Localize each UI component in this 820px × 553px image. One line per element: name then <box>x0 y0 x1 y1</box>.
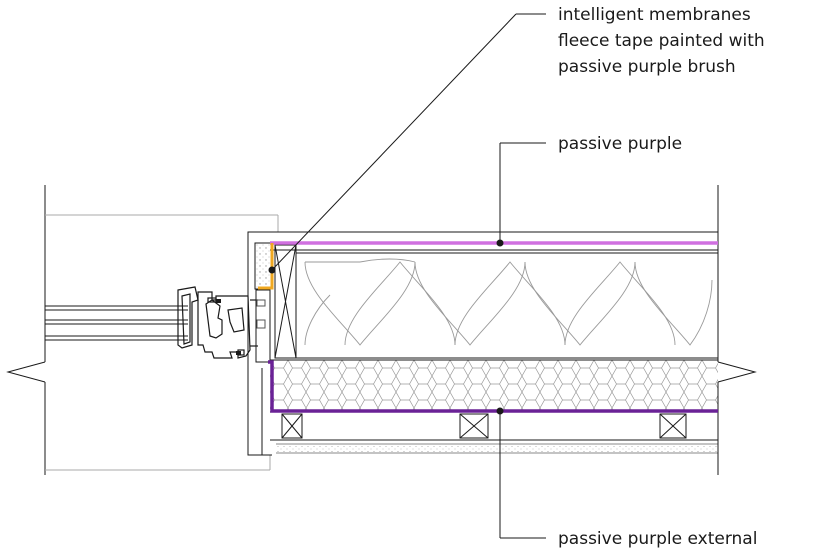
batten <box>659 413 687 439</box>
membrane-callout-line-2: fleece tape painted with <box>558 31 765 51</box>
passive-purple-external-callout: passive purple external <box>558 529 757 549</box>
wall-buildup <box>270 231 718 454</box>
left-reveal-wall <box>6 185 279 475</box>
fleece-tape <box>258 243 274 290</box>
leader-dot <box>496 239 504 247</box>
right-break-line <box>717 185 757 475</box>
frame-packer <box>255 289 271 363</box>
gasket <box>236 351 241 355</box>
reveal-lining <box>247 231 273 456</box>
batten <box>459 413 489 439</box>
window-frame-profile <box>177 286 258 359</box>
glazing-unit <box>45 305 188 341</box>
passive-purple-external-leader <box>496 407 546 539</box>
membrane-callout-line-3: passive purple brush <box>558 57 736 77</box>
vertical-timber <box>274 244 297 359</box>
passive-purple-leader <box>496 142 546 247</box>
membrane-callout-line-1: intelligent membranes <box>558 5 751 25</box>
membrane-leader <box>268 13 546 274</box>
leader-dot <box>496 407 504 415</box>
gasket <box>216 299 221 303</box>
insulation-batt <box>304 258 713 346</box>
leader-dot <box>268 266 276 274</box>
passive-purple-external-membrane <box>268 360 718 413</box>
batten <box>281 413 303 439</box>
passive-purple-callout: passive purple <box>558 134 682 154</box>
